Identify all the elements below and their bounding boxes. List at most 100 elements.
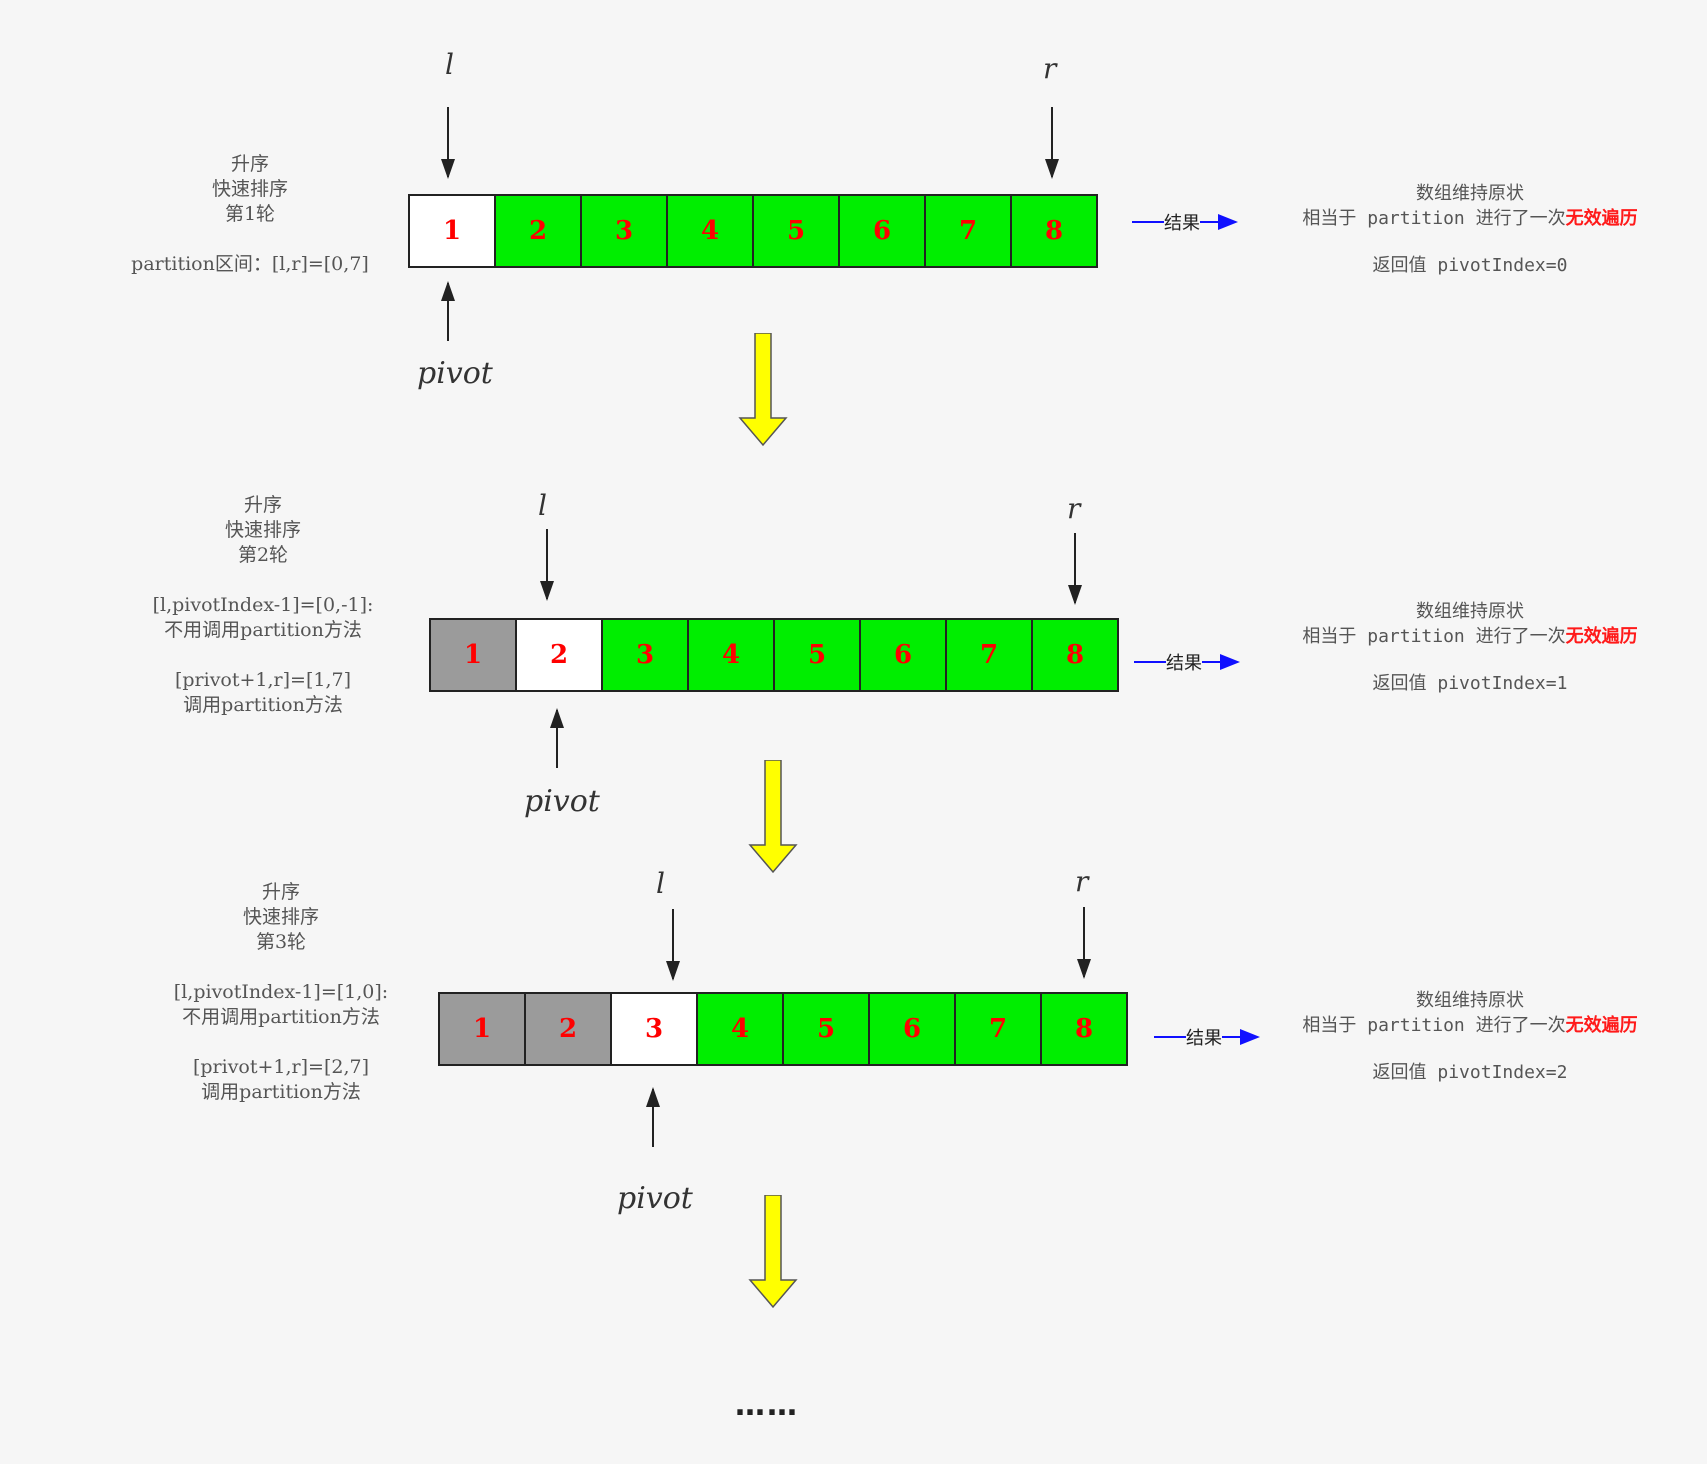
l-pointer-arrow bbox=[666, 909, 680, 981]
pivot-label: pivot bbox=[524, 784, 600, 819]
round-description: 升序 快速排序 第2轮 [l,pivotIndex-1]=[0,-1]: 不用调… bbox=[123, 493, 403, 718]
result-explanation: 相当于 partition 进行了一次无效遍历 bbox=[1260, 1013, 1680, 1038]
array-cell: 6 bbox=[838, 196, 924, 266]
round-description: 升序 快速排序 第1轮 partition区间：[l,r]=[0,7] bbox=[110, 152, 390, 277]
array-cell: 5 bbox=[782, 994, 868, 1064]
pivot-label: pivot bbox=[617, 1181, 693, 1216]
array-cell: 7 bbox=[954, 994, 1040, 1064]
array-cell: 7 bbox=[945, 620, 1031, 690]
array-cell: 5 bbox=[752, 196, 838, 266]
right-range-label: [privot+1,r]=[1,7] bbox=[174, 669, 352, 691]
array-cell: 2 bbox=[515, 620, 601, 690]
array-cell: 8 bbox=[1010, 196, 1096, 266]
array-cell: 8 bbox=[1031, 620, 1117, 690]
array-cell: 8 bbox=[1040, 994, 1126, 1064]
l-label: l bbox=[538, 489, 547, 522]
flow-arrow bbox=[748, 1195, 798, 1309]
round-result: 数组维持原状 相当于 partition 进行了一次无效遍历 返回值 pivot… bbox=[1260, 988, 1680, 1085]
invalid-traversal-label: 无效遍历 bbox=[1565, 626, 1638, 647]
result-arrow-head bbox=[1202, 654, 1240, 670]
right-range-note: 调用partition方法 bbox=[201, 1081, 361, 1103]
array-cell: 6 bbox=[859, 620, 945, 690]
result-arrow-line bbox=[1134, 661, 1166, 663]
array-cell: 4 bbox=[666, 196, 752, 266]
round-result: 数组维持原状 相当于 partition 进行了一次无效遍历 返回值 pivot… bbox=[1260, 599, 1680, 696]
result-explanation: 相当于 partition 进行了一次无效遍历 bbox=[1260, 624, 1680, 649]
pivot-label: pivot bbox=[417, 356, 493, 391]
result-arrow-head bbox=[1200, 214, 1238, 230]
array-cell: 1 bbox=[431, 620, 515, 690]
array: 1 2 3 4 5 6 7 8 bbox=[438, 992, 1128, 1066]
array-cell: 3 bbox=[601, 620, 687, 690]
algorithm-label: 快速排序 bbox=[211, 178, 288, 200]
result-label: 结果 bbox=[1164, 213, 1200, 234]
round-description: 升序 快速排序 第3轮 [l,pivotIndex-1]=[1,0]: 不用调用… bbox=[141, 880, 421, 1105]
ellipsis: …… bbox=[735, 1388, 799, 1423]
result-explanation: 相当于 partition 进行了一次无效遍历 bbox=[1260, 206, 1680, 231]
result-summary: 数组维持原状 bbox=[1416, 183, 1524, 204]
right-range-note: 调用partition方法 bbox=[183, 694, 343, 716]
sort-order-label: 升序 bbox=[230, 153, 269, 175]
pivot-pointer-arrow bbox=[550, 708, 564, 768]
r-pointer-arrow bbox=[1077, 907, 1091, 979]
l-label: l bbox=[656, 867, 665, 900]
sort-order-label: 升序 bbox=[243, 494, 282, 516]
left-range-label: [l,pivotIndex-1]=[0,-1]: bbox=[152, 594, 374, 616]
result-arrow-line bbox=[1154, 1036, 1186, 1038]
result-summary: 数组维持原状 bbox=[1416, 601, 1524, 622]
result-explanation-text: 相当于 partition 进行了一次 bbox=[1302, 1015, 1566, 1036]
r-label: r bbox=[1075, 865, 1089, 898]
round-1: 升序 快速排序 第1轮 partition区间：[l,r]=[0,7] l r … bbox=[0, 0, 1707, 450]
result-arrow: 结果 bbox=[1132, 209, 1238, 235]
array: 1 2 3 4 5 6 7 8 bbox=[429, 618, 1119, 692]
l-pointer-arrow bbox=[540, 529, 554, 601]
return-value-label: 返回值 pivotIndex=2 bbox=[1372, 1062, 1568, 1083]
r-pointer-arrow bbox=[1068, 533, 1082, 605]
array-cell: 2 bbox=[494, 196, 580, 266]
l-label: l bbox=[445, 48, 454, 81]
partition-range-label: partition区间：[l,r]=[0,7] bbox=[131, 253, 369, 275]
array-cell: 6 bbox=[868, 994, 954, 1064]
array-cell: 3 bbox=[610, 994, 696, 1064]
array-cell: 3 bbox=[580, 196, 666, 266]
l-pointer-arrow bbox=[441, 107, 455, 179]
algorithm-label: 快速排序 bbox=[224, 519, 301, 541]
return-value-label: 返回值 pivotIndex=0 bbox=[1372, 255, 1568, 276]
r-label: r bbox=[1043, 52, 1057, 85]
result-label: 结果 bbox=[1166, 653, 1202, 674]
result-arrow-line bbox=[1132, 221, 1164, 223]
left-range-note: 不用调用partition方法 bbox=[182, 1006, 380, 1028]
round-number-label: 第3轮 bbox=[255, 931, 307, 953]
array-cell: 1 bbox=[410, 196, 494, 266]
array-cell: 7 bbox=[924, 196, 1010, 266]
result-summary: 数组维持原状 bbox=[1416, 990, 1524, 1011]
array: 1 2 3 4 5 6 7 8 bbox=[408, 194, 1098, 268]
return-value-label: 返回值 pivotIndex=1 bbox=[1372, 673, 1568, 694]
r-label: r bbox=[1067, 492, 1081, 525]
round-3: 升序 快速排序 第3轮 [l,pivotIndex-1]=[1,0]: 不用调用… bbox=[0, 835, 1707, 1235]
round-2: 升序 快速排序 第2轮 [l,pivotIndex-1]=[0,-1]: 不用调… bbox=[0, 460, 1707, 860]
result-explanation-text: 相当于 partition 进行了一次 bbox=[1302, 208, 1566, 229]
pivot-pointer-arrow bbox=[441, 281, 455, 341]
sort-order-label: 升序 bbox=[261, 881, 300, 903]
right-range-label: [privot+1,r]=[2,7] bbox=[192, 1056, 370, 1078]
array-cell: 4 bbox=[696, 994, 782, 1064]
pivot-pointer-arrow bbox=[646, 1087, 660, 1147]
invalid-traversal-label: 无效遍历 bbox=[1565, 1015, 1638, 1036]
result-label: 结果 bbox=[1186, 1028, 1222, 1049]
left-range-note: 不用调用partition方法 bbox=[164, 619, 362, 641]
result-arrow-head bbox=[1222, 1029, 1260, 1045]
array-cell: 1 bbox=[440, 994, 524, 1064]
invalid-traversal-label: 无效遍历 bbox=[1565, 208, 1638, 229]
r-pointer-arrow bbox=[1045, 107, 1059, 179]
result-arrow: 结果 bbox=[1134, 649, 1240, 675]
round-result: 数组维持原状 相当于 partition 进行了一次无效遍历 返回值 pivot… bbox=[1260, 181, 1680, 278]
array-cell: 5 bbox=[773, 620, 859, 690]
flow-arrow bbox=[738, 333, 788, 447]
algorithm-label: 快速排序 bbox=[242, 906, 319, 928]
round-number-label: 第2轮 bbox=[237, 544, 289, 566]
left-range-label: [l,pivotIndex-1]=[1,0]: bbox=[173, 981, 389, 1003]
round-number-label: 第1轮 bbox=[224, 203, 276, 225]
array-cell: 2 bbox=[524, 994, 610, 1064]
result-arrow: 结果 bbox=[1154, 1024, 1260, 1050]
